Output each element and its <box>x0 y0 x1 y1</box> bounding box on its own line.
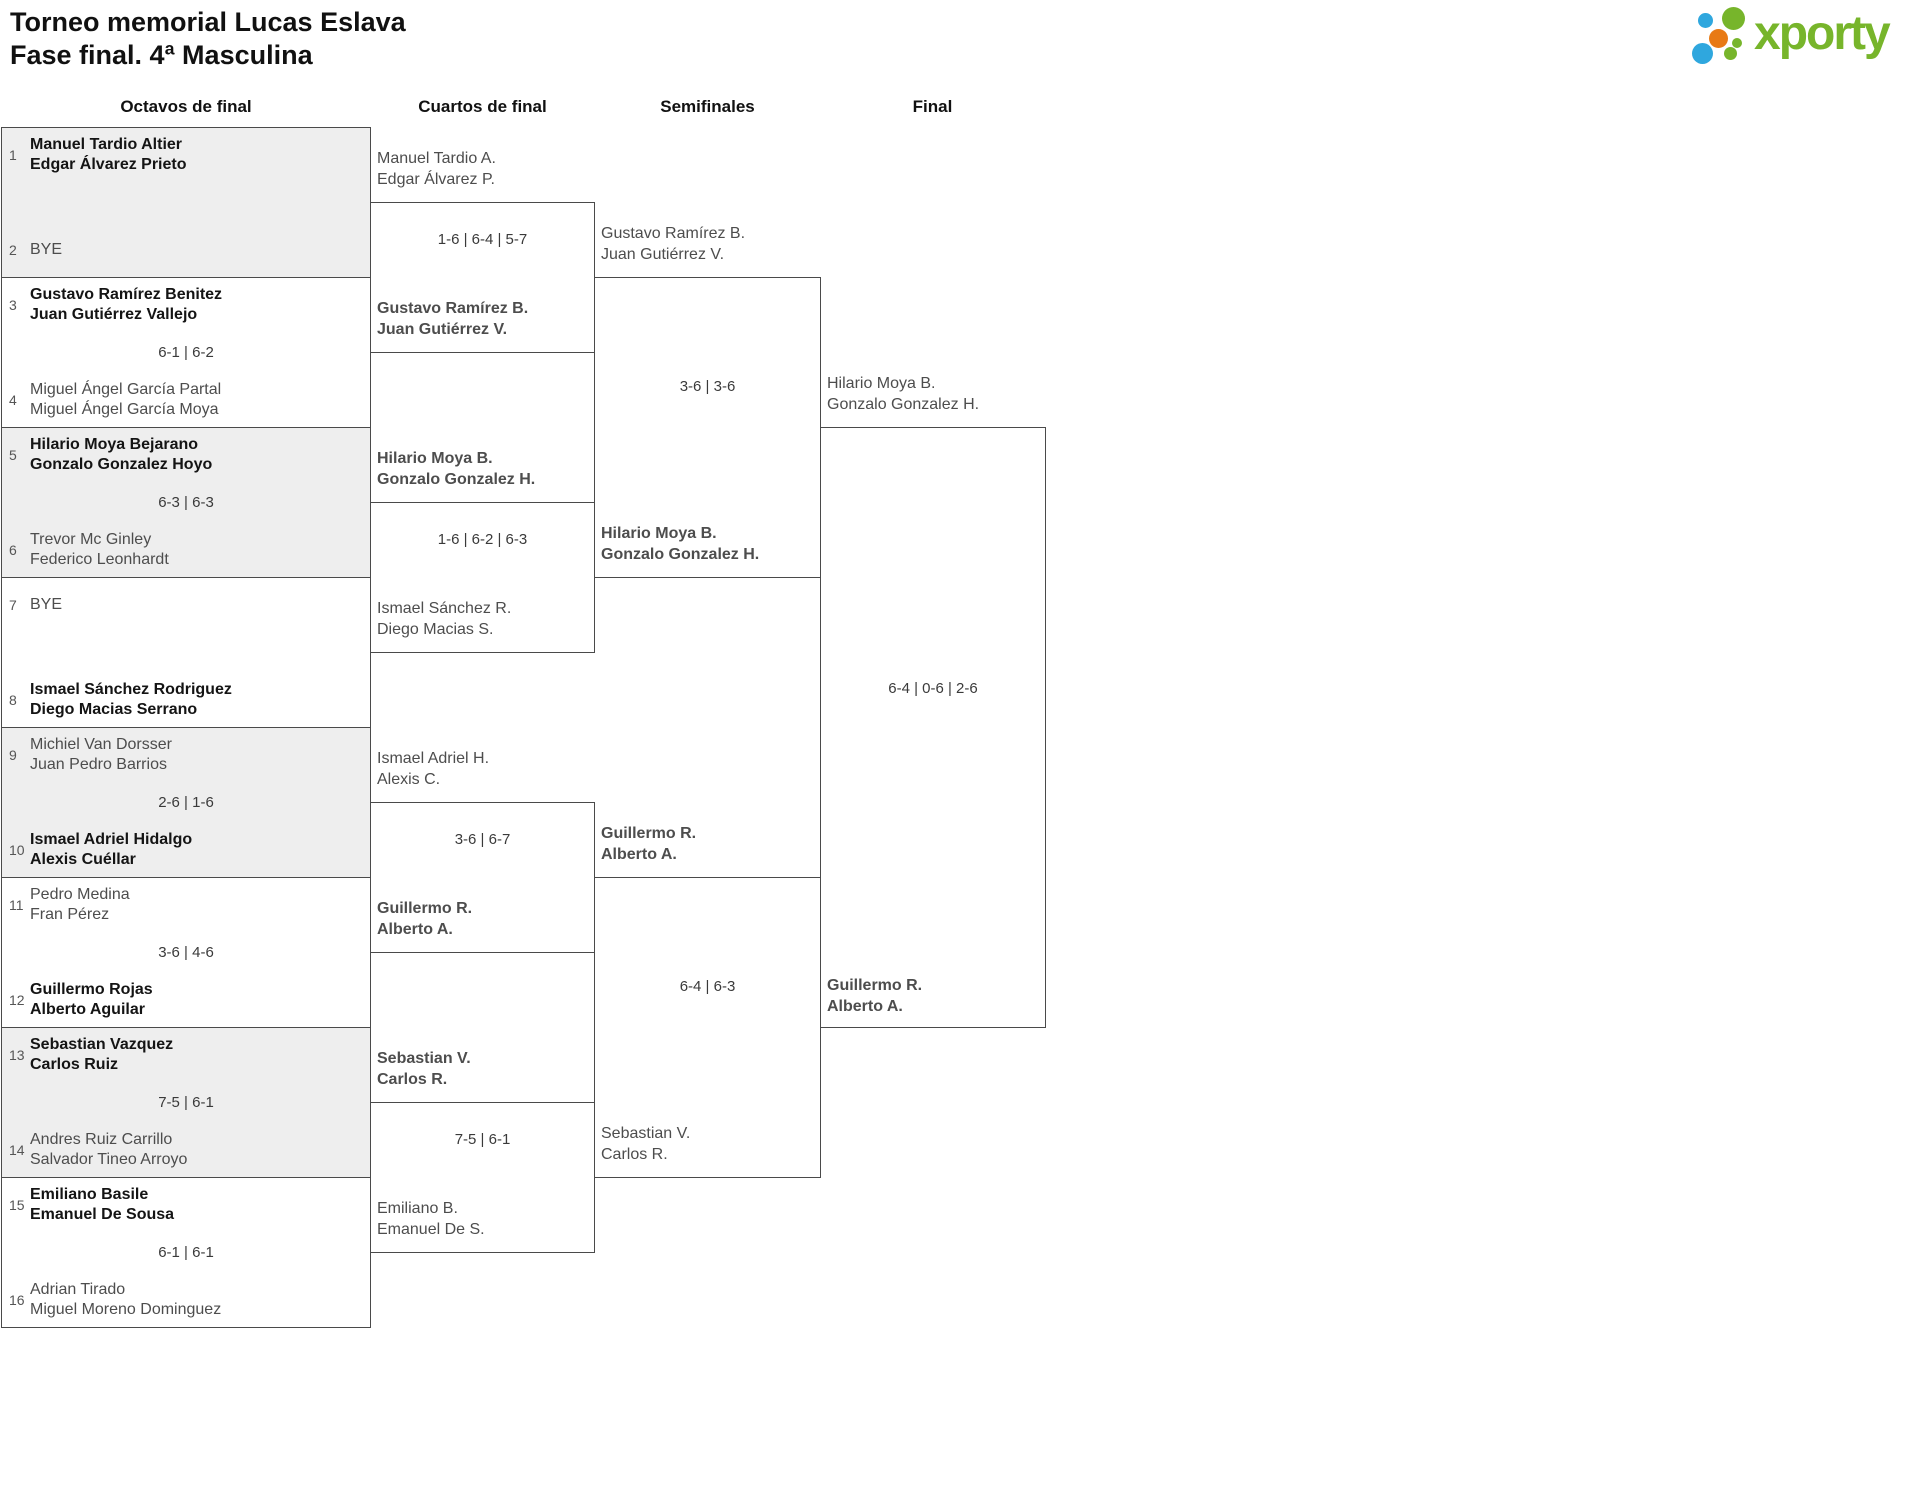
team-names: Gustavo Ramírez B.Juan Gutiérrez V. <box>601 225 746 263</box>
seed-number: 3 <box>9 297 17 313</box>
page-title: Torneo memorial Lucas Eslava Fase final.… <box>10 6 406 72</box>
logo-dot-blue-large <box>1692 43 1713 64</box>
match-score: 6-3 | 6-3 <box>158 494 214 511</box>
match-score: 6-1 | 6-1 <box>158 1244 214 1261</box>
seed-number: 1 <box>9 147 17 163</box>
match-score: 6-4 | 0-6 | 2-6 <box>888 680 978 697</box>
team-names-champion: Guillermo R.Alberto A. <box>827 977 923 1015</box>
seed-number: 4 <box>9 392 17 408</box>
xporty-logo[interactable]: xporty <box>1680 0 1915 75</box>
seed-number: 15 <box>9 1197 25 1213</box>
logo-dot-green-small <box>1724 47 1737 60</box>
seed-number: 13 <box>9 1047 25 1063</box>
team-names: Guillermo R.Alberto A. <box>601 825 697 863</box>
match-score: 3-6 | 4-6 <box>158 944 214 961</box>
team-names: Gustavo Ramírez B.Juan Gutiérrez V. <box>377 300 529 338</box>
team-names: Emiliano B.Emanuel De S. <box>377 1200 485 1238</box>
team-names: Hilario Moya B.Gonzalo Gonzalez H. <box>377 450 536 488</box>
match-score: 6-1 | 6-2 <box>158 344 214 361</box>
match-score: 7-5 | 6-1 <box>454 1131 511 1148</box>
seed-number: 12 <box>9 992 25 1008</box>
seed-number: 8 <box>9 692 17 708</box>
team-names: Manuel Tardio A.Edgar Álvarez P. <box>377 150 496 188</box>
match-score: 1-6 | 6-2 | 6-3 <box>437 531 528 548</box>
team-slot: 2 BYE <box>9 229 366 271</box>
seed-number: 14 <box>9 1142 25 1158</box>
phase-category: Fase final. 4ª Masculina <box>10 40 313 70</box>
round-header-cuartos: Cuartos de final <box>418 97 547 116</box>
team-names: Ismael Adriel H.Alexis C. <box>377 750 490 788</box>
round-header-semifinales: Semifinales <box>660 97 755 116</box>
seed-number: 16 <box>9 1292 25 1308</box>
seed-number: 11 <box>9 897 24 913</box>
tournament-name: Torneo memorial Lucas Eslava <box>10 7 406 37</box>
match-score: 1-6 | 6-4 | 5-7 <box>437 231 528 248</box>
seed-number: 2 <box>9 242 17 258</box>
match-score: 7-5 | 6-1 <box>158 1094 214 1111</box>
round-header-final: Final <box>912 97 953 116</box>
match-score: 3-6 | 3-6 <box>679 378 736 395</box>
logo-dot-blue-small <box>1698 13 1713 28</box>
team-names: Ismael Sánchez R.Diego Macias S. <box>377 600 512 638</box>
team-names: Guillermo R.Alberto A. <box>377 900 473 938</box>
match-score: 3-6 | 6-7 <box>454 831 511 848</box>
team-names: Sebastian V.Carlos R. <box>377 1050 471 1088</box>
seed-number: 10 <box>9 842 25 858</box>
logo-dot-green-tiny <box>1732 38 1742 48</box>
team-names: Hilario Moya B.Gonzalo Gonzalez H. <box>601 525 760 563</box>
match-score: 2-6 | 1-6 <box>158 794 214 811</box>
logo-dot-orange <box>1709 29 1728 48</box>
seed-number: 6 <box>9 542 17 558</box>
match-score: 6-4 | 6-3 <box>679 978 736 995</box>
seed-number: 7 <box>9 597 17 613</box>
team-slot: 7 BYE <box>9 584 366 626</box>
team-names: Hilario Moya B.Gonzalo Gonzalez H. <box>827 375 980 413</box>
seed-number: 9 <box>9 747 17 763</box>
team-names: Sebastian V.Carlos R. <box>601 1125 691 1163</box>
logo-dot-green-large <box>1722 7 1745 30</box>
xporty-logo-text: xporty <box>1754 7 1891 60</box>
team-names: BYE <box>30 240 63 258</box>
seed-number: 5 <box>9 447 17 463</box>
team-names: BYE <box>30 595 63 613</box>
round-header-octavos: Octavos de final <box>120 97 252 116</box>
match-box-final <box>820 427 1046 1028</box>
